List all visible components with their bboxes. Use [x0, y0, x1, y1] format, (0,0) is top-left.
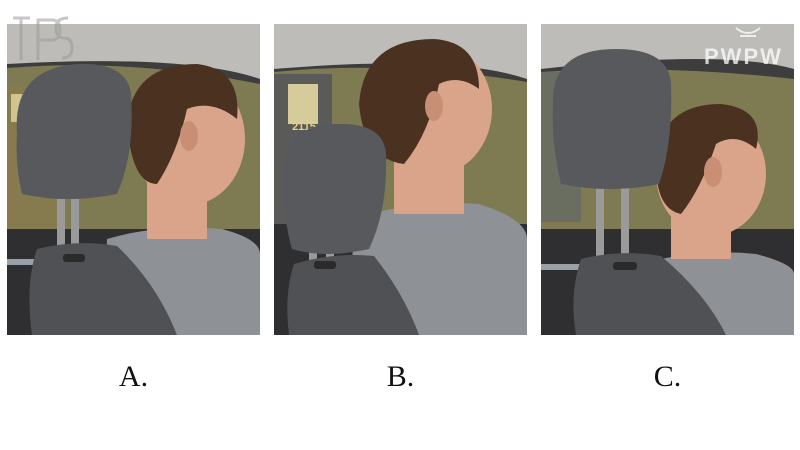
- photo-a: [7, 24, 260, 335]
- caption-c: C.: [653, 360, 682, 393]
- photo-c: [541, 24, 794, 335]
- photo-panel-b: 2115: [274, 24, 527, 335]
- caption-b: B.: [386, 360, 415, 393]
- watermark-text: PWPW: [704, 44, 783, 69]
- photo-b: 2115: [274, 24, 527, 335]
- watermark-emblem-icon: [13, 16, 74, 60]
- photo-panel-a: [7, 24, 260, 335]
- watermark-logo-icon: [735, 10, 761, 37]
- caption-a: A.: [118, 360, 149, 393]
- photo-panel-c: [541, 24, 794, 335]
